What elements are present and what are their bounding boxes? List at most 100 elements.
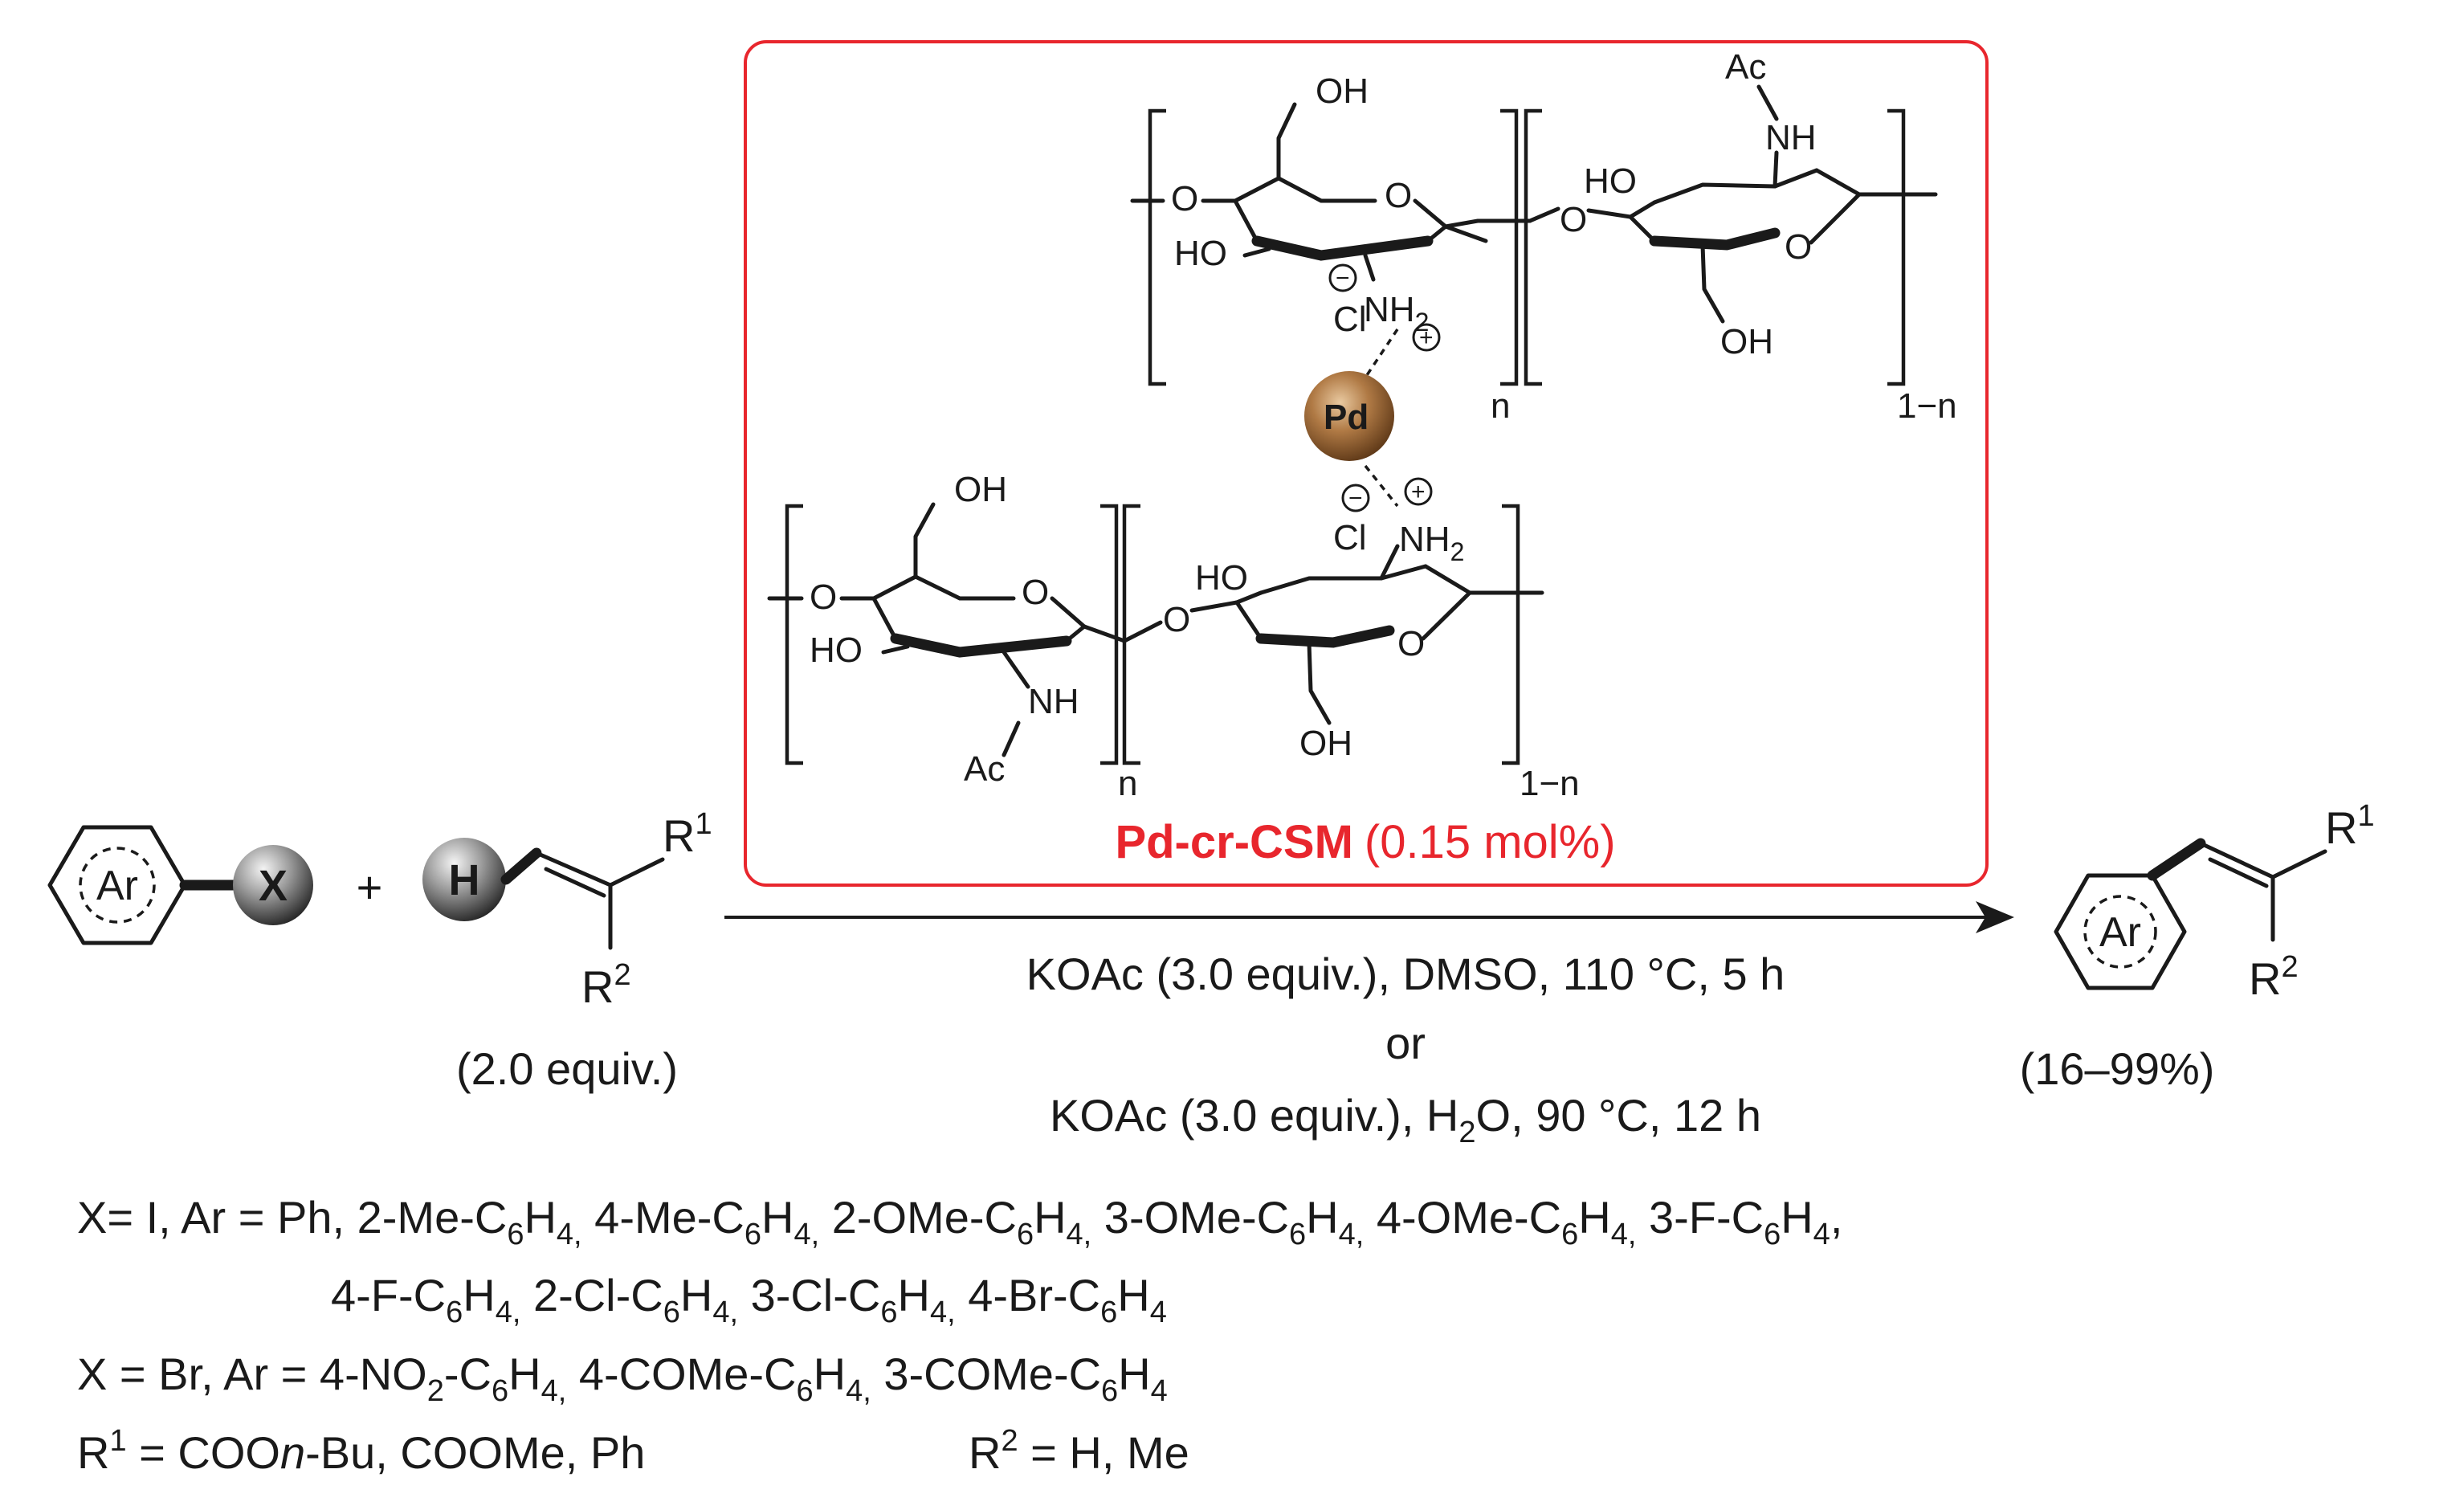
upper-b-ac: Ac (1725, 47, 1766, 87)
scope-run: 4, (846, 1374, 871, 1408)
lower-b-plus-charge (1404, 477, 1433, 506)
upper-b-ho: HO (1584, 161, 1637, 201)
scope-run: 2 (427, 1374, 444, 1408)
scope-run: 4, (541, 1374, 567, 1408)
scope-run: 4 (1151, 1374, 1168, 1408)
scope-run: 6 (507, 1218, 524, 1251)
scope-run: 6 (446, 1296, 463, 1329)
scope-run: -Bu, COOMe, Ph (305, 1427, 645, 1478)
scope-run: H (680, 1270, 712, 1320)
scope-run: X= I, Ar = Ph, 2-Me-C (77, 1192, 507, 1243)
lower-b-ring-o: O (1397, 624, 1425, 663)
scope-run: 3-Cl-C (738, 1270, 880, 1320)
upper-a-minus: − (1336, 265, 1350, 292)
scope-run: 3-F-C (1636, 1192, 1764, 1243)
lower-b-cl: Cl (1333, 518, 1367, 557)
upper-a-nh2: NH2 (1364, 290, 1429, 337)
scope-run: 6 (492, 1374, 508, 1408)
scope-run: 6 (1764, 1218, 1781, 1251)
scope-line-2: 4-F-C6H4, 2-Cl-C6H4, 3-Cl-C6H4, 4-Br-C6H… (331, 1270, 1167, 1329)
scope-run: , (1830, 1192, 1843, 1243)
scope-run: 6 (1101, 1374, 1118, 1408)
upper-b-nh: NH (1765, 118, 1817, 157)
scope-run: H (761, 1192, 793, 1243)
upper-bracket-1-left (1148, 108, 1166, 386)
scope-run: 4, (793, 1218, 819, 1251)
catalyst-box (744, 40, 1989, 887)
scope-run: H (524, 1192, 556, 1243)
upper-a-ring-o: O (1385, 176, 1412, 215)
upper-b-ring-o: O (1785, 227, 1812, 267)
lower-a-nh: NH (1028, 682, 1079, 721)
upper-a-cl: Cl (1333, 300, 1367, 339)
lower-b-nh2: NH2 (1399, 520, 1464, 566)
scope-run: 4, (1339, 1218, 1365, 1251)
pd-dash-lower (1364, 464, 1399, 508)
lower-a-ho: HO (810, 631, 863, 670)
lower-unit-b: HO O OH NH2 Cl − + (1195, 477, 1544, 763)
product-r2: R2 (2249, 950, 2299, 1004)
lower-a-ring-o: O (1022, 573, 1049, 612)
scope-run: -C (444, 1349, 492, 1399)
scope-run: H (814, 1349, 846, 1399)
upper-unit-a: OH O O HO NH2 Cl − + (1130, 71, 1532, 352)
scope-run: H (1117, 1270, 1149, 1320)
scope-run: 6 (880, 1296, 897, 1329)
scope-run: H (508, 1349, 541, 1399)
condition-1: KOAc (3.0 equiv.), DMSO, 110 °C, 5 h (1026, 949, 1785, 999)
pd-dash-upper (1364, 329, 1399, 378)
lower-bracket-2-right (1502, 504, 1520, 765)
scope-run: 4-Br-C (956, 1270, 1100, 1320)
condition-or: or (1385, 1018, 1426, 1068)
upper-a-plus: + (1419, 324, 1434, 351)
upper-a-plus-charge (1412, 323, 1441, 352)
lower-bracket-1-right (1100, 504, 1119, 765)
scope-run: 6 (745, 1218, 761, 1251)
scope-run: 4, (557, 1218, 582, 1251)
scope-run: 2 (1001, 1424, 1018, 1458)
alkene-r2: R2 (581, 958, 631, 1012)
scope-line-4b: R2 = H, Me (969, 1424, 1189, 1478)
scope-run: 6 (797, 1374, 814, 1408)
scope-run: 6 (1017, 1218, 1034, 1251)
upper-bridge-o: O (1560, 200, 1587, 239)
scope-run: H (897, 1270, 929, 1320)
scope-run: = COO (127, 1427, 280, 1478)
upper-bracket-2-right (1887, 108, 1906, 386)
alkene: H R1 R2 (2.0 equiv.) (422, 807, 712, 1094)
scope-run: H (1034, 1192, 1066, 1243)
aryl-label: Ar (96, 863, 138, 909)
scope-run: 2-OMe-C (819, 1192, 1017, 1243)
upper-sub-1n: 1−n (1897, 386, 1957, 426)
upper-a-minus-charge (1328, 263, 1357, 292)
scope-line-1: X= I, Ar = Ph, 2-Me-C6H4, 4-Me-C6H4, 2-O… (77, 1192, 1842, 1251)
hydrogen-label: H (449, 856, 480, 904)
scope-run: 6 (1561, 1218, 1578, 1251)
scope-run: 6 (663, 1296, 680, 1329)
upper-a-oh: OH (1316, 71, 1369, 111)
lower-a-o-link: O (810, 577, 837, 617)
scope-run: H (1781, 1192, 1813, 1243)
lower-b-oh: OH (1299, 724, 1352, 763)
scope-run: 4-OMe-C (1364, 1192, 1561, 1243)
scope-run: 4, (712, 1296, 738, 1329)
aryl-halide: Ar X (47, 825, 313, 945)
lower-b-minus-charge (1341, 484, 1370, 512)
leaving-group-sphere (233, 845, 313, 925)
scope-run: n (280, 1427, 305, 1478)
scope-run: 4-COMe-C (566, 1349, 796, 1399)
lower-b-minus: − (1348, 485, 1363, 512)
scope-run: 4 (1813, 1218, 1830, 1251)
scope-run: 3-OMe-C (1091, 1192, 1289, 1243)
scope-run: 4, (930, 1296, 956, 1329)
pd-sphere (1304, 371, 1394, 461)
scope-line-4a: R1 = COOn-Bu, COOMe, Ph (77, 1424, 645, 1478)
upper-a-ho: HO (1174, 234, 1227, 273)
scope-run: H (463, 1270, 495, 1320)
lower-sub-1n: 1−n (1520, 764, 1580, 803)
upper-bracket-2-left (1524, 108, 1542, 386)
alkene-r1: R1 (663, 807, 712, 861)
aryl-ring-dashes (79, 847, 156, 924)
